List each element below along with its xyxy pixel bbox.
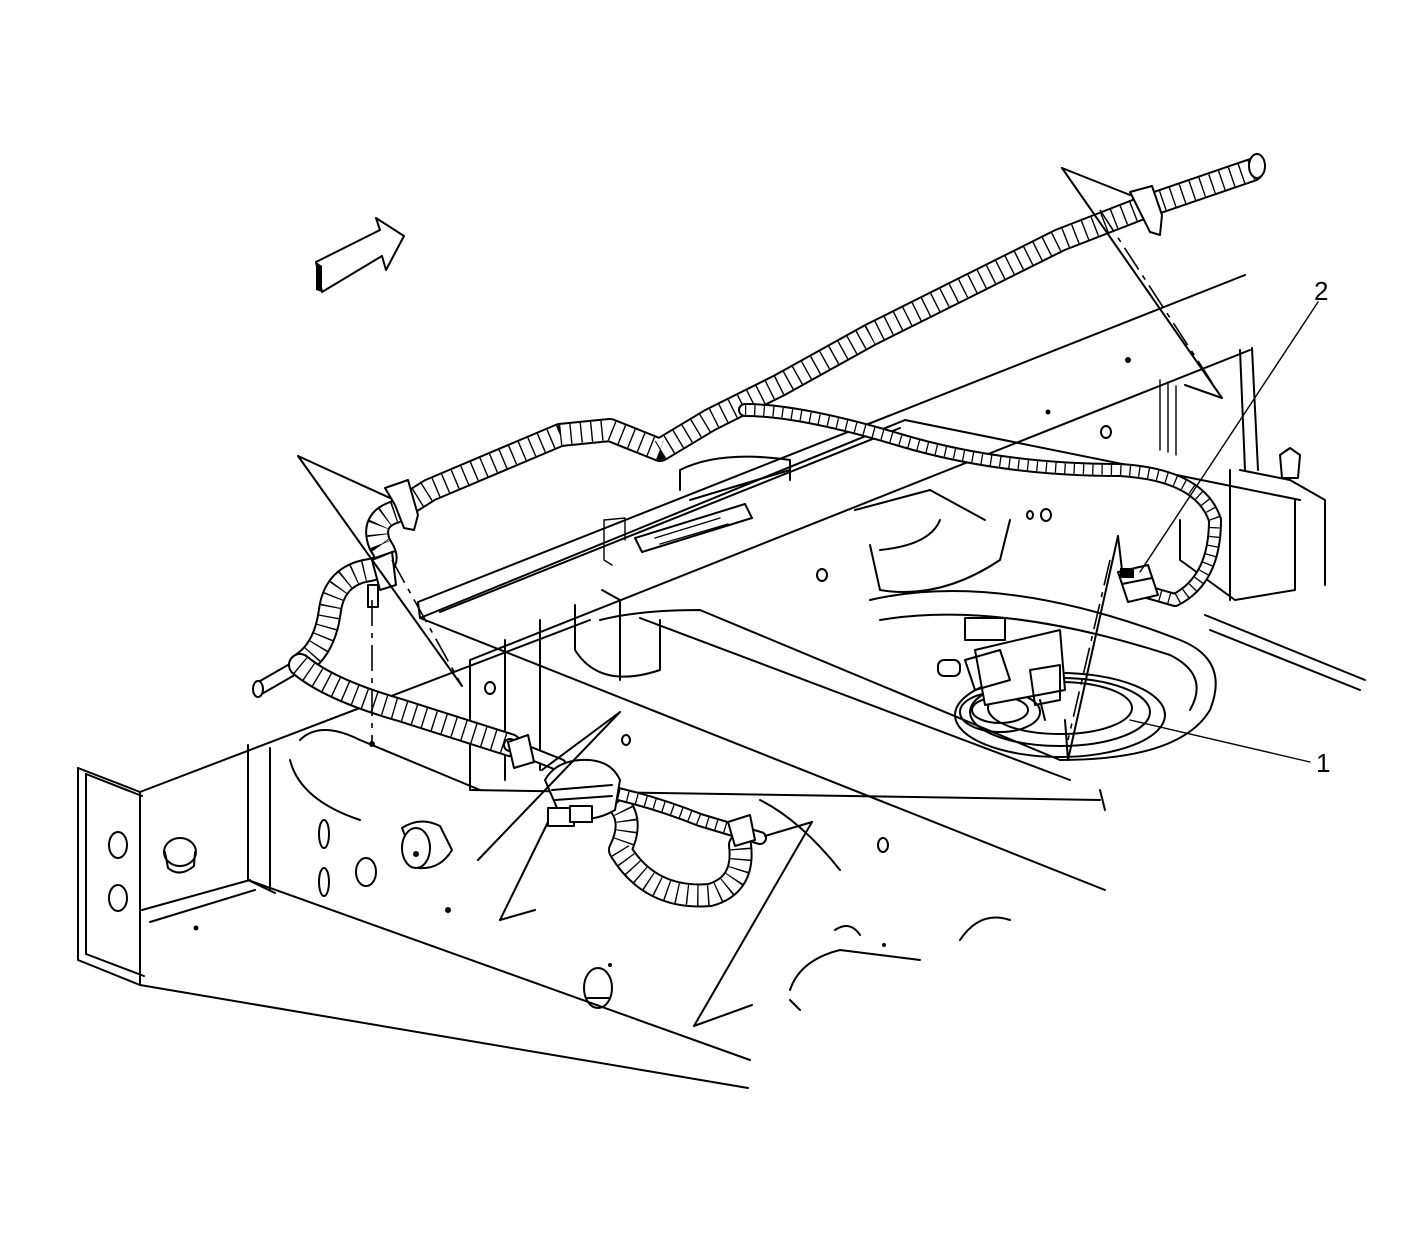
- detail-view-wedge: [297, 167, 1223, 1027]
- callout-label-2: 2: [1314, 276, 1328, 306]
- callout-2: 2: [1139, 276, 1328, 573]
- harness-bracket: [401, 820, 453, 870]
- crossmember: [289, 455, 1071, 1011]
- fuel-tank: [869, 347, 1326, 761]
- callout-label-1: 1: [1316, 748, 1330, 778]
- upper-frame-rail: [417, 274, 1366, 947]
- forward-arrow-icon: [315, 217, 405, 293]
- frame-label-plate: [634, 503, 753, 553]
- main-wiring-harness: [252, 153, 1266, 908]
- centerline: [369, 600, 375, 747]
- frame-rail: [77, 619, 751, 1089]
- harness-connector: [544, 758, 621, 827]
- fuel-pump-connector: [1117, 564, 1159, 603]
- callout-1: 1: [1129, 719, 1330, 778]
- harness-clip: [367, 185, 1163, 847]
- fuel-pump-module: [937, 617, 1166, 758]
